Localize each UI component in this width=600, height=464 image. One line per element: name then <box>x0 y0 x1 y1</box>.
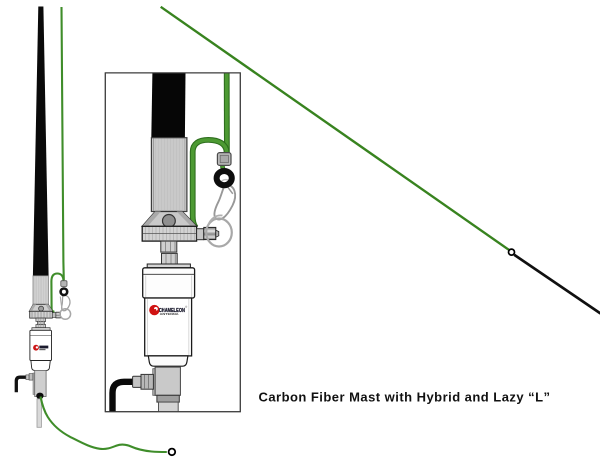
svg-text:ANTENNA: ANTENNA <box>160 312 180 316</box>
svg-text:CHAMELEON: CHAMELEON <box>159 308 185 314</box>
svg-text:®: ® <box>185 305 187 309</box>
svg-text:Carbon Fiber Mast with Hybrid: Carbon Fiber Mast with Hybrid and Lazy “… <box>259 390 551 405</box>
